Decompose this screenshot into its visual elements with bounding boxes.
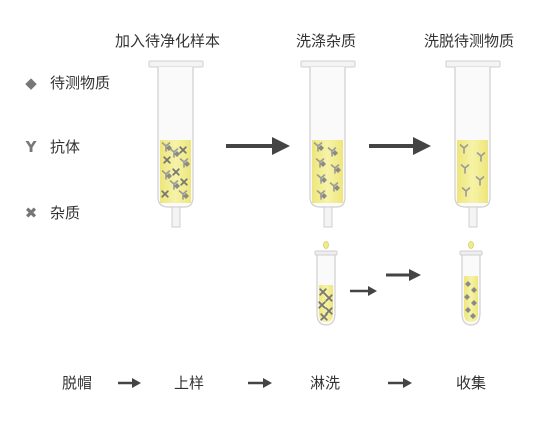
title-elute-analyte: 洗脱待测物质 <box>424 32 515 50</box>
antibody-icon: Y <box>25 137 37 156</box>
step-collect: 收集 <box>456 374 487 392</box>
diamond-icon: ◆ <box>25 73 37 92</box>
legend-antibody: Y 抗体 <box>22 136 80 157</box>
step-arrow-3 <box>388 378 412 388</box>
step-uncap: 脱帽 <box>62 374 93 392</box>
legend-antibody-label: 抗体 <box>50 138 81 156</box>
title-load-sample: 加入待净化样本 <box>115 32 221 50</box>
step-load: 上样 <box>174 374 205 392</box>
step-arrow-1 <box>118 378 141 388</box>
cross-icon: ✖ <box>24 203 38 222</box>
arrow-tube-small <box>350 286 377 296</box>
arrow-wash-to-elute <box>369 137 431 155</box>
arrow-load-to-wash <box>226 137 290 155</box>
column-elute <box>445 60 501 228</box>
column-load <box>148 60 204 228</box>
legend-analyte-label: 待测物质 <box>50 74 111 92</box>
tube-collected-analyte <box>459 241 483 326</box>
legend-analyte: ◆ 待测物质 <box>22 72 110 93</box>
arrow-tube-to-collect <box>386 269 421 281</box>
step-arrow-2 <box>248 378 272 388</box>
column-wash <box>300 60 356 228</box>
legend-impurity-label: 杂质 <box>50 204 81 222</box>
step-rinse: 淋洗 <box>310 374 341 392</box>
legend-impurity: ✖ 杂质 <box>22 202 80 223</box>
tube-wash-waste <box>314 241 338 326</box>
title-wash-impurities: 洗涤杂质 <box>296 32 357 50</box>
